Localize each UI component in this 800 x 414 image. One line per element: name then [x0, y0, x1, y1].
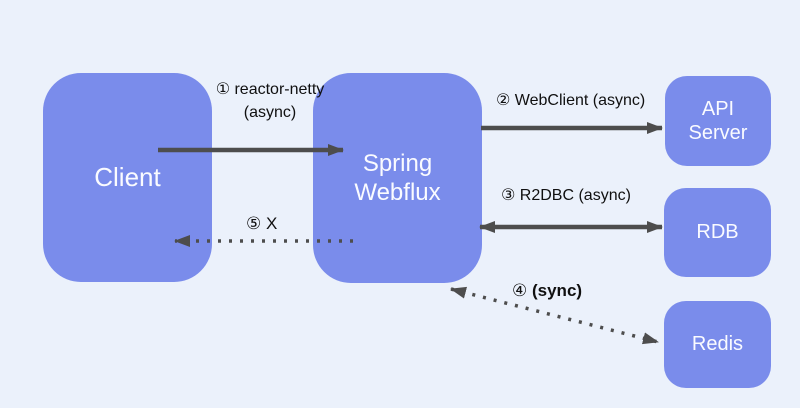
- node-spring-webflux-label-line1: Spring: [362, 149, 433, 177]
- edge-label-sync: ④ (sync): [512, 279, 582, 302]
- edge-label-reactor-netty-line1: ① reactor-netty: [215, 81, 325, 98]
- node-api-server: API Server: [665, 76, 771, 166]
- node-api-server-label-line2: Server: [688, 122, 748, 144]
- node-spring-webflux: Spring Webflux: [313, 73, 482, 283]
- bottom-strip: [0, 408, 800, 414]
- node-rdb: RDB: [664, 188, 771, 277]
- edge-label-webclient: ② WebClient (async): [496, 92, 646, 109]
- node-spring-webflux-label-line2: Webflux: [354, 179, 441, 206]
- node-client: Client: [43, 73, 212, 282]
- edge-label-sync-text: (sync): [531, 281, 583, 300]
- edge-label-x: ⑤ X: [246, 214, 278, 233]
- node-redis: Redis: [664, 301, 771, 388]
- edge-label-reactor-netty-line2: (async): [243, 104, 297, 121]
- node-redis-label: Redis: [691, 333, 744, 356]
- edge-label-sync-number: ④: [512, 281, 528, 300]
- edge-label-r2dbc: ③ R2DBC (async): [501, 187, 631, 204]
- node-api-server-label-line1: API: [701, 97, 735, 120]
- edge-label-reactor-netty: ① reactor-netty (async): [196, 78, 344, 124]
- node-client-label: Client: [94, 161, 161, 192]
- node-rdb-label: RDB: [696, 221, 739, 244]
